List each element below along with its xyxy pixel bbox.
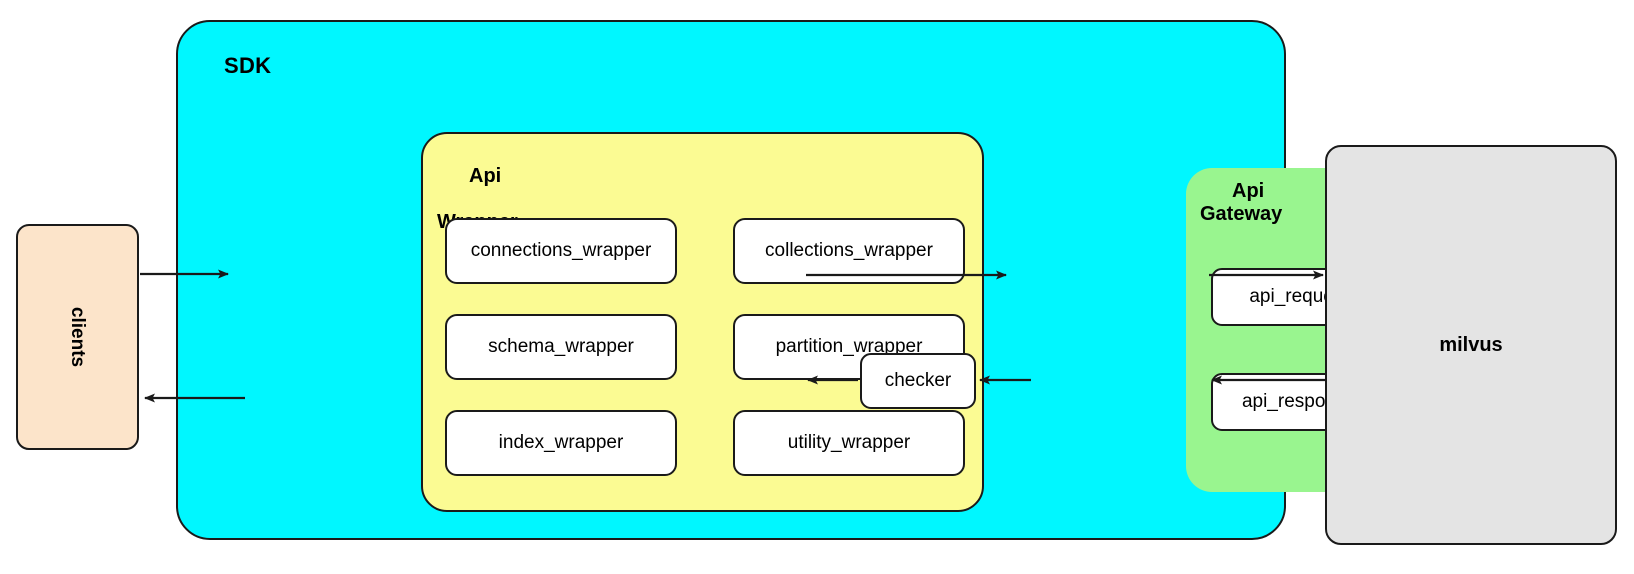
milvus-node[interactable]: milvus [1325, 145, 1617, 545]
clients-node[interactable]: clients [16, 224, 139, 450]
node-collections-wrapper[interactable]: collections_wrapper [733, 218, 965, 284]
api-wrapper-title-line1: Api [469, 165, 502, 187]
sdk-container[interactable]: SDK Api Wrapper connections_wrapper coll… [176, 20, 1414, 540]
clients-node-label: clients [67, 306, 89, 368]
node-index-wrapper[interactable]: index_wrapper [445, 410, 677, 476]
sdk-title: SDK [224, 53, 272, 78]
node-checker[interactable]: checker [860, 353, 976, 409]
node-connections-wrapper[interactable]: connections_wrapper [445, 218, 677, 284]
api-gateway-title-line1: Api [1232, 180, 1265, 202]
api-gateway-title: Api Gateway [1200, 180, 1282, 226]
milvus-node-label: milvus [1439, 333, 1503, 356]
node-utility-wrapper[interactable]: utility_wrapper [733, 410, 965, 476]
api-gateway-title-line2: Gateway [1200, 203, 1283, 225]
node-schema-wrapper[interactable]: schema_wrapper [445, 314, 677, 380]
api-wrapper-container[interactable]: Api Wrapper connections_wrapper collecti… [421, 132, 984, 512]
